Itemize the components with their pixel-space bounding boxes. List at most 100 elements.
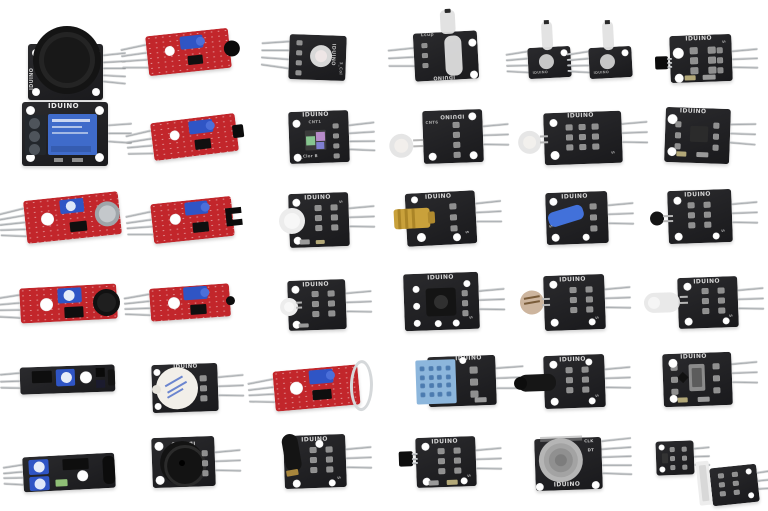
rect bbox=[54, 158, 63, 162]
header-pin bbox=[124, 306, 151, 311]
brand-label: IDUINO bbox=[561, 192, 588, 201]
analog-temp-sensor-module bbox=[123, 283, 236, 322]
mini-module-2 bbox=[695, 460, 768, 507]
solder-pad bbox=[713, 387, 721, 394]
header-pin bbox=[411, 457, 418, 461]
header-pin bbox=[0, 220, 26, 227]
header-pin bbox=[121, 58, 148, 63]
header-pin bbox=[261, 40, 290, 45]
solder-pad bbox=[718, 307, 726, 314]
header-pin bbox=[475, 199, 502, 205]
pin-label-dt: DT bbox=[587, 447, 595, 453]
microphone-sensor-module bbox=[0, 191, 122, 244]
flame-sensor bbox=[223, 39, 241, 58]
text: S bbox=[594, 394, 600, 398]
header-pin bbox=[0, 379, 21, 383]
header-pin bbox=[737, 286, 764, 292]
header-pin bbox=[122, 65, 149, 69]
solder-pad bbox=[422, 62, 429, 69]
solder-pad bbox=[570, 306, 578, 314]
solder-pad bbox=[581, 366, 589, 373]
header-pin bbox=[732, 220, 759, 224]
header-pin bbox=[601, 454, 632, 459]
solder-pad bbox=[436, 374, 442, 380]
led-leg bbox=[413, 145, 424, 147]
header-pin bbox=[566, 57, 589, 62]
text: S bbox=[720, 229, 726, 233]
solder-pad bbox=[589, 214, 598, 221]
text: CNT1 bbox=[308, 118, 322, 125]
solder-pad bbox=[327, 300, 336, 307]
solder-pad bbox=[591, 123, 599, 130]
header-pin bbox=[506, 69, 529, 74]
solder-pad bbox=[461, 300, 469, 307]
solder-pad bbox=[445, 382, 451, 388]
terminal-screw bbox=[29, 144, 40, 155]
header-pin bbox=[127, 151, 154, 155]
obstacle-avoidance-module bbox=[2, 452, 116, 493]
solder-pad bbox=[712, 363, 720, 370]
header-pin bbox=[607, 212, 634, 216]
header-pin bbox=[126, 144, 153, 149]
side-led-module: IDUINO bbox=[279, 279, 373, 331]
solder-pad bbox=[565, 377, 574, 384]
dht11-humidity-module: IDUINO bbox=[415, 354, 525, 408]
mounting-hole bbox=[95, 106, 104, 115]
rect bbox=[298, 323, 309, 328]
leg bbox=[542, 303, 551, 306]
led-bulb bbox=[439, 9, 456, 35]
header-pin bbox=[622, 140, 649, 144]
solder-pad bbox=[702, 307, 710, 315]
header-pin bbox=[479, 307, 506, 311]
rect bbox=[446, 479, 458, 485]
solder-pad bbox=[295, 70, 302, 76]
joystick-module: IDUINO bbox=[28, 26, 127, 100]
header-pin bbox=[247, 377, 274, 386]
solder-pad bbox=[310, 466, 318, 474]
header-pin bbox=[730, 122, 757, 126]
header-pin bbox=[731, 47, 758, 53]
header-pin bbox=[602, 463, 633, 467]
solder-pad bbox=[327, 290, 335, 297]
solder-pad bbox=[428, 374, 434, 380]
solder-pad bbox=[669, 447, 675, 453]
leg bbox=[541, 297, 550, 300]
header-pin bbox=[346, 309, 373, 313]
header-pin bbox=[478, 287, 505, 293]
header-pin bbox=[248, 392, 275, 397]
rect bbox=[316, 141, 325, 150]
solder-pad bbox=[718, 482, 726, 488]
solder-pad bbox=[681, 455, 688, 461]
solder-pad bbox=[688, 222, 696, 229]
solder-pad bbox=[670, 376, 679, 383]
led-leg bbox=[540, 141, 549, 143]
solder-pad bbox=[437, 382, 443, 388]
solder-pad bbox=[314, 214, 323, 222]
solder-pad bbox=[713, 122, 720, 129]
magic-light-cup-module-2: IDUINO bbox=[566, 19, 633, 80]
solder-pad bbox=[717, 67, 724, 74]
rect bbox=[305, 136, 316, 146]
header-pin bbox=[120, 43, 147, 52]
header-pin bbox=[217, 373, 244, 379]
header-pin bbox=[601, 436, 632, 443]
header-pin bbox=[482, 133, 509, 137]
rect bbox=[299, 239, 310, 245]
solder-pad bbox=[717, 287, 725, 294]
header-pin bbox=[102, 73, 127, 78]
header-pin bbox=[125, 129, 152, 138]
solder-pad bbox=[731, 471, 739, 478]
rect bbox=[52, 119, 90, 122]
header-pin bbox=[475, 209, 502, 214]
brand-label: IDUINO bbox=[567, 111, 594, 120]
solder-pad bbox=[716, 57, 724, 64]
solder-pad bbox=[733, 489, 741, 496]
solder-pad bbox=[450, 225, 458, 232]
brand-label: IDUINO bbox=[553, 480, 581, 489]
solder-pad bbox=[453, 447, 461, 454]
hall-element bbox=[231, 124, 245, 139]
solder-pad bbox=[452, 131, 461, 138]
